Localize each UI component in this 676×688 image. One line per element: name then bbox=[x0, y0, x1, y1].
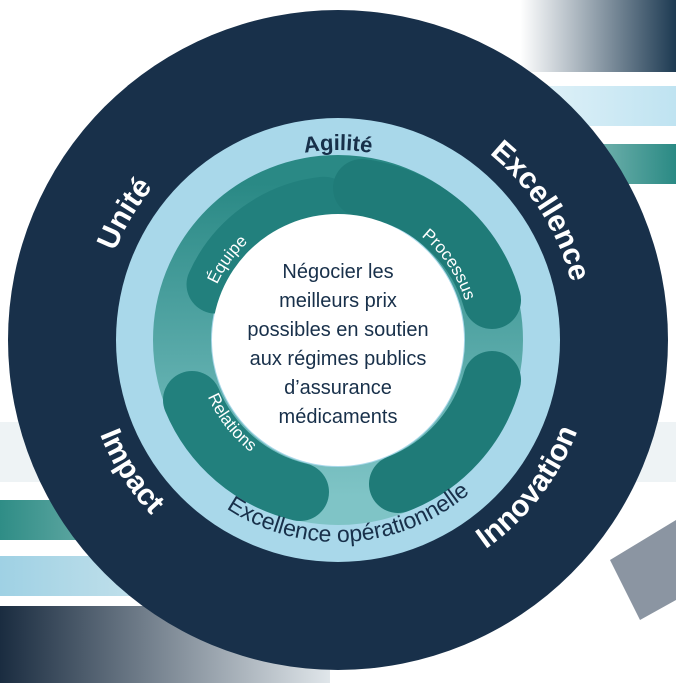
center-line-4: aux régimes publics bbox=[250, 348, 427, 370]
center-circle bbox=[212, 214, 464, 466]
middle-label-agilite: Agilité bbox=[302, 130, 374, 158]
center-line-2: meilleurs prix bbox=[279, 290, 397, 312]
center-line-6: médicaments bbox=[279, 406, 398, 428]
center-line-3: possibles en soutien bbox=[247, 319, 428, 341]
segment-relations bbox=[163, 371, 329, 521]
center-line-1: Négocier les bbox=[282, 261, 393, 283]
segment-rendement bbox=[369, 351, 521, 513]
inner-ring bbox=[153, 155, 523, 525]
pen-shape bbox=[610, 520, 676, 620]
segment-equipe bbox=[186, 176, 353, 314]
center-statement: Négocier les meilleurs prix possibles en… bbox=[247, 261, 428, 428]
segment-processus bbox=[333, 159, 521, 329]
center-line-5: d’assurance bbox=[284, 377, 392, 399]
